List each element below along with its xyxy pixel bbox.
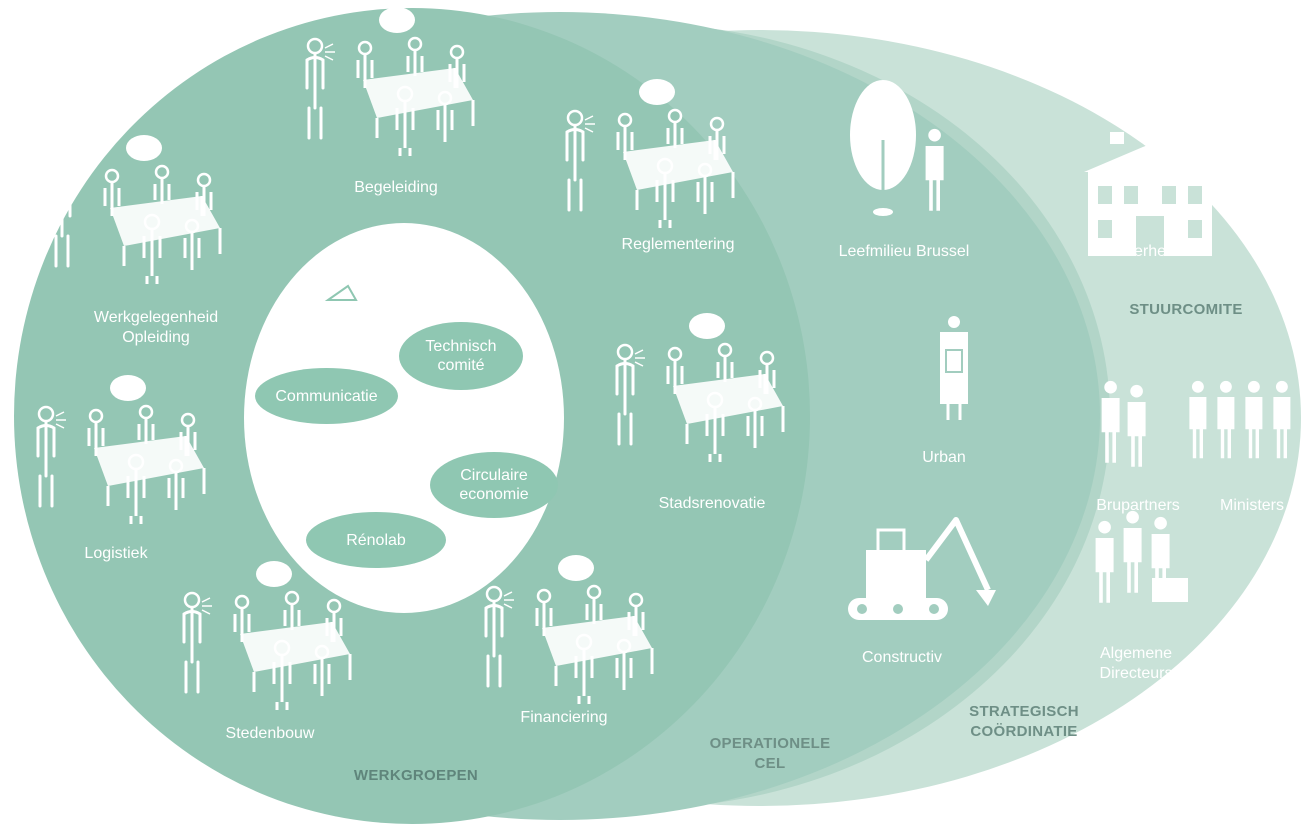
st-directeurs-label: Algemene Directeurs (1099, 645, 1173, 682)
core-communicatie-label: Communicatie (275, 387, 378, 405)
excavator-icon (848, 517, 996, 620)
section-stuurcomite: STUURCOMITE (1129, 301, 1243, 318)
wg-logistiek-label: Logistiek (84, 545, 148, 562)
wg-werkgelegenheid-label: Werkgelegenheid Opleiding (93, 309, 219, 346)
core-technisch-label: Technisch comité (425, 338, 497, 374)
op-urban-label: Urban (922, 449, 966, 466)
section-werkgroepen: WERKGROEPEN (353, 767, 479, 784)
st-overheid-label: Overheid (1113, 243, 1179, 260)
section-operationele-cel: OPERATIONELE CEL (709, 735, 831, 772)
op-leefmilieu-label: Leefmilieu Brussel (838, 243, 970, 260)
st-ministers-label: Ministers (1219, 497, 1285, 514)
core-circulaire-label: Circulaire economie (459, 467, 529, 503)
core-renolab: Rénolab (306, 512, 446, 568)
wg-begeleiding-label: Begeleiding (354, 179, 438, 196)
wg-stedenbouw-label: Stedenbouw (225, 725, 315, 742)
op-constructiv-label: Constructiv (861, 649, 943, 666)
core-circulaire-economie: Circulaire economie (430, 452, 558, 518)
core-technisch-comite: Technisch comité (399, 322, 523, 390)
wg-stadsrenovatie-label: Stadsrenovatie (658, 495, 766, 512)
core-communicatie: Communicatie (255, 368, 398, 424)
wg-financiering-label: Financiering (520, 709, 608, 726)
wg-reglementering-label: Reglementering (621, 236, 735, 253)
tree-icon (850, 80, 916, 216)
st-brupartners-label: Brupartners (1096, 497, 1180, 514)
building-icon (1084, 132, 1216, 256)
section-strategisch: STRATEGISCH COÖRDINATIE (969, 703, 1079, 740)
core-renolab-label: Rénolab (346, 531, 406, 549)
